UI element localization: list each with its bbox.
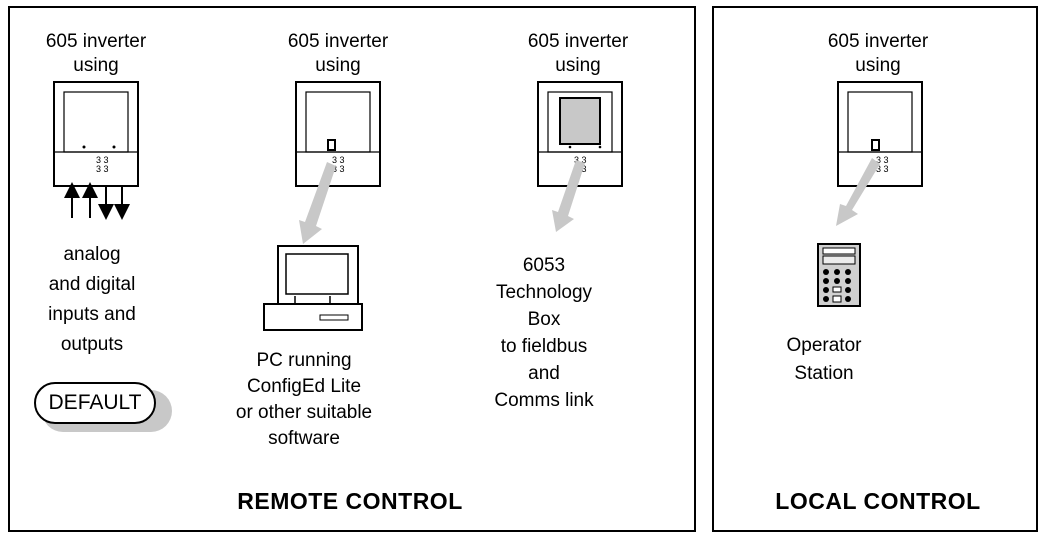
- desc-line: or other suitable: [235, 402, 373, 423]
- remote-control-title: REMOTE CONTROL: [237, 488, 463, 514]
- desc-line: Station: [794, 363, 854, 384]
- desc-line: PC running: [256, 350, 352, 371]
- desc-line: Comms link: [494, 390, 594, 411]
- inverter-header: 605 inverter using: [808, 30, 948, 78]
- header-line: using: [555, 55, 601, 76]
- svg-text:3 3: 3 3: [96, 164, 109, 174]
- svg-text:3 3: 3 3: [574, 155, 587, 165]
- io-description: analog and digital inputs and outputs: [32, 240, 152, 360]
- inverter-header: 605 inverter using: [26, 30, 166, 78]
- header-line: using: [855, 55, 901, 76]
- inverter-header: 605 inverter using: [508, 30, 648, 78]
- inverter-header: 605 inverter using: [268, 30, 408, 78]
- header-line: 605 inverter: [827, 31, 929, 52]
- io-arrows-icon: [64, 182, 130, 220]
- desc-line: 6053: [522, 255, 566, 276]
- inverter-icon: 3 3 3 3: [837, 81, 923, 187]
- connection-arrow: [552, 160, 585, 232]
- header-line: 605 inverter: [527, 31, 629, 52]
- default-button: DEFAULT: [34, 382, 156, 424]
- header-line: using: [73, 55, 119, 76]
- header-line: using: [315, 55, 361, 76]
- local-control-panel: [712, 6, 1038, 532]
- operator-station-icon: [817, 243, 861, 307]
- svg-text:3 3: 3 3: [96, 155, 109, 165]
- local-control-title: LOCAL CONTROL: [775, 488, 981, 514]
- desc-line: Technology: [495, 282, 593, 303]
- header-line: 605 inverter: [45, 31, 147, 52]
- pc-icon: [263, 245, 363, 331]
- svg-text:3 3: 3 3: [876, 164, 889, 174]
- desc-line: Box: [527, 309, 561, 330]
- inverter-icon: 3 3 3 3: [53, 81, 139, 187]
- operator-station-description: Operator Station: [768, 332, 880, 388]
- pc-description: PC running ConfigEd Lite or other suitab…: [214, 348, 394, 452]
- connection-arrow: [299, 162, 336, 244]
- desc-line: inputs and: [48, 304, 136, 325]
- svg-text:3 3: 3 3: [332, 164, 345, 174]
- connection-arrow: [836, 158, 880, 226]
- desc-line: Operator: [786, 335, 862, 356]
- header-line: 605 inverter: [287, 31, 389, 52]
- technology-box-description: 6053 Technology Box to fieldbus and Comm…: [482, 252, 606, 414]
- desc-line: to fieldbus: [500, 336, 588, 357]
- desc-line: ConfigEd Lite: [246, 376, 362, 397]
- svg-text:3 3: 3 3: [332, 155, 345, 165]
- desc-line: and digital: [48, 274, 136, 295]
- svg-text:3 3: 3 3: [876, 155, 889, 165]
- inverter-icon: 3 3 3 3: [295, 81, 381, 187]
- desc-line: outputs: [60, 334, 124, 355]
- remote-control-panel: [8, 6, 696, 532]
- desc-line: software: [268, 428, 340, 449]
- desc-line: analog: [63, 244, 121, 265]
- desc-line: and: [528, 363, 560, 384]
